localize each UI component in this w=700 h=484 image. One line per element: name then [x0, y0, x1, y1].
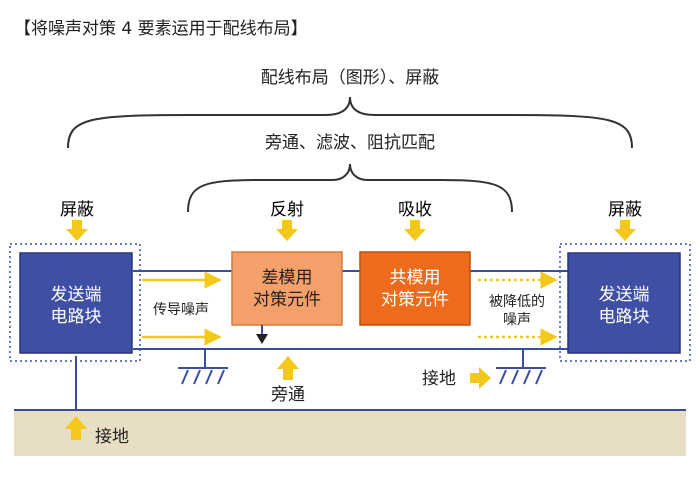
shield-frame-left	[9, 243, 141, 362]
bypass-up-arrow	[277, 356, 299, 380]
ground-bottom-up-arrow	[65, 416, 87, 440]
down-arrow-shield-left	[66, 220, 88, 241]
conducted-noise-label: 传导噪声	[153, 302, 209, 318]
ground-symbol-left	[178, 349, 228, 385]
diff-mode-block	[231, 251, 343, 326]
ground-right-label: 接地	[422, 369, 456, 389]
ground-bottom-label: 接地	[95, 427, 129, 447]
tx-block-right-line2: 电路块	[599, 307, 650, 327]
diff-mode-line2: 对策元件	[253, 290, 321, 310]
shield-frame-right	[559, 243, 691, 362]
tx-block-left-line1: 发送端	[51, 285, 102, 305]
reduced-noise-line2: 噪声	[503, 312, 531, 328]
top-brace	[67, 96, 633, 149]
diff-mode-down-tip	[256, 334, 268, 344]
common-mode-block	[359, 251, 471, 326]
reduced-noise-line1: 被降低的	[489, 294, 545, 310]
tx-block-left	[19, 252, 133, 354]
diff-mode-line1: 差模用	[262, 268, 313, 288]
diagram-heading: 【将噪声对策 4 要素运用于配线布局】	[14, 19, 308, 39]
down-arrow-absorption	[404, 220, 426, 241]
mid-brace	[187, 163, 513, 213]
tx-block-right	[567, 252, 681, 354]
bypass-label: 旁通	[271, 385, 305, 405]
tx-block-right-line1: 发送端	[599, 285, 650, 305]
ground-band	[14, 410, 686, 456]
down-arrow-shield-right	[614, 220, 636, 241]
common-mode-line2: 对策元件	[381, 290, 449, 310]
ground-right-arrow	[470, 367, 491, 389]
mid-brace-label: 旁通、滤波、阻抗匹配	[265, 133, 435, 153]
down-arrow-reflection	[276, 220, 298, 241]
absorption-label: 吸收	[398, 200, 432, 220]
shield-right-label: 屏蔽	[608, 200, 642, 220]
common-mode-line1: 共模用	[390, 268, 441, 288]
tx-block-left-line2: 电路块	[51, 307, 102, 327]
ground-symbol-right	[496, 349, 546, 385]
shield-left-label: 屏蔽	[60, 200, 94, 220]
reflection-label: 反射	[270, 200, 304, 220]
top-brace-label: 配线布局（图形）、屏蔽	[261, 68, 440, 88]
